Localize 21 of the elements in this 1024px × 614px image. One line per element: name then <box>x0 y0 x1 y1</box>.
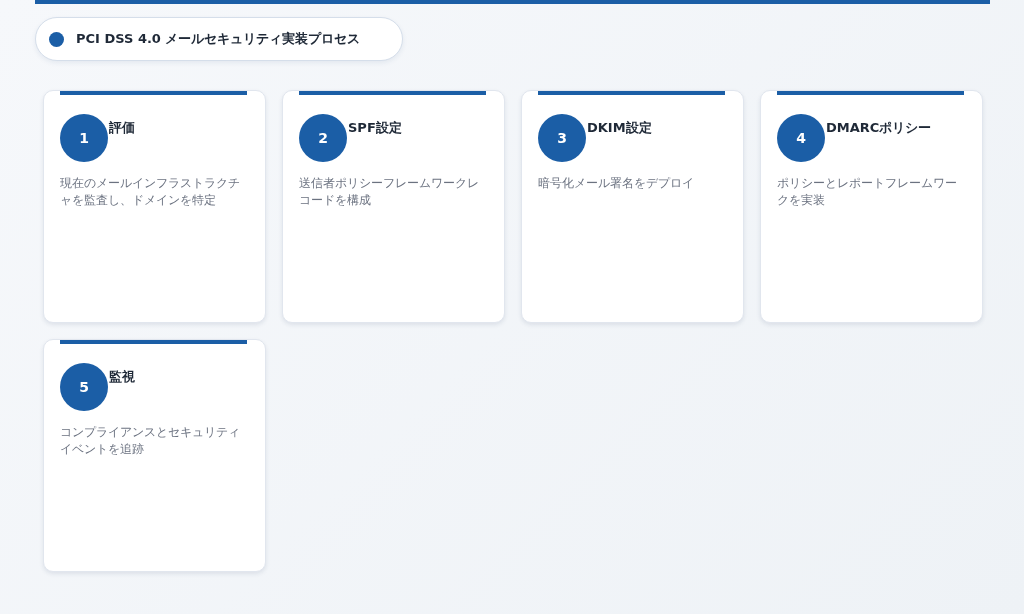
step-heading: 監視 <box>109 368 135 386</box>
step-card <box>760 90 983 323</box>
step-number-circle: 5 <box>60 363 108 411</box>
step-card <box>282 90 505 323</box>
step-number-circle: 3 <box>538 114 586 162</box>
step-card <box>43 90 266 323</box>
step-heading: SPF設定 <box>348 119 402 137</box>
step-number-circle: 4 <box>777 114 825 162</box>
step-description: ポリシーとレポートフレームワークを実装 <box>777 175 958 209</box>
step-description: 暗号化メール署名をデプロイ <box>538 175 695 192</box>
step-description: 送信者ポリシーフレームワークレコードを構成 <box>299 175 480 209</box>
step-description: コンプライアンスとセキュリティイベントを追跡 <box>60 424 241 458</box>
step-card <box>521 90 744 323</box>
page-title: PCI DSS 4.0 メールセキュリティ実装プロセス <box>76 30 361 48</box>
step-heading: DMARCポリシー <box>826 119 932 137</box>
step-heading: 評価 <box>109 119 135 137</box>
step-number-circle: 2 <box>299 114 347 162</box>
step-description: 現在のメールインフラストラクチャを監査し、ドメインを特定 <box>60 175 241 209</box>
step-card <box>43 339 266 572</box>
step-number-circle: 1 <box>60 114 108 162</box>
step-heading: DKIM設定 <box>587 119 652 137</box>
